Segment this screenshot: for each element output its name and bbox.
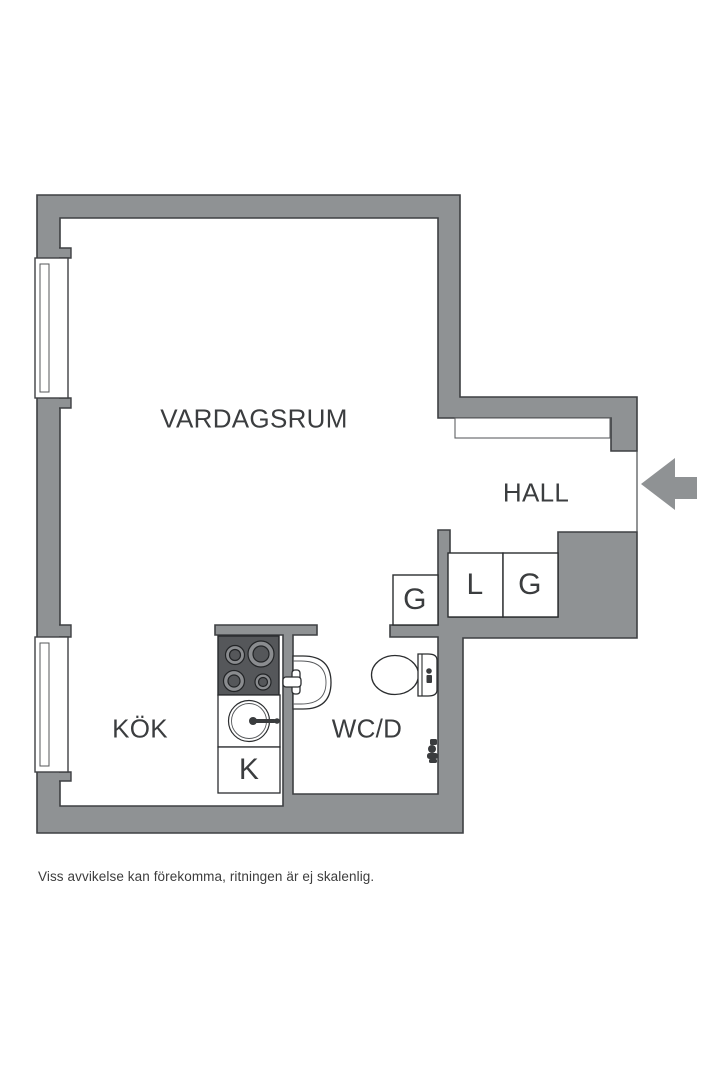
shower-mixer-icon	[427, 739, 438, 763]
entrance-arrow-icon	[641, 458, 697, 510]
walls	[36, 194, 638, 834]
toilet-icon	[370, 653, 438, 697]
window-jamb	[59, 771, 72, 782]
room-label-kok: KÖK	[112, 713, 168, 744]
window-jamb	[59, 624, 72, 638]
stove-icon	[217, 635, 280, 696]
room-label-hall: HALL	[502, 477, 570, 508]
closet-label-g-hall: G	[518, 568, 542, 601]
window-icon	[34, 257, 69, 399]
room-label-vardagsrum: VARDAGSRUM	[160, 403, 348, 434]
window-jamb	[59, 397, 72, 409]
closet-label-g-kitchen: G	[403, 583, 427, 616]
fridge-label-k: K	[238, 753, 260, 786]
fridge-box	[217, 746, 281, 794]
kitchen-sink-icon	[217, 694, 281, 748]
room-label-wcd: WC/D	[331, 713, 403, 744]
disclaimer-text: Viss avvikelse kan förekomma, ritningen …	[38, 869, 375, 884]
window-icon	[34, 636, 69, 773]
closet-label-l: L	[466, 568, 484, 601]
closet-hall-wardrobe	[502, 552, 559, 618]
window-jamb	[59, 247, 72, 259]
closet-kitchen-wardrobe	[392, 574, 439, 626]
wash-basin-icon	[282, 655, 332, 710]
hall-wardrobe-icon	[454, 417, 611, 439]
closet-linen	[447, 552, 504, 618]
